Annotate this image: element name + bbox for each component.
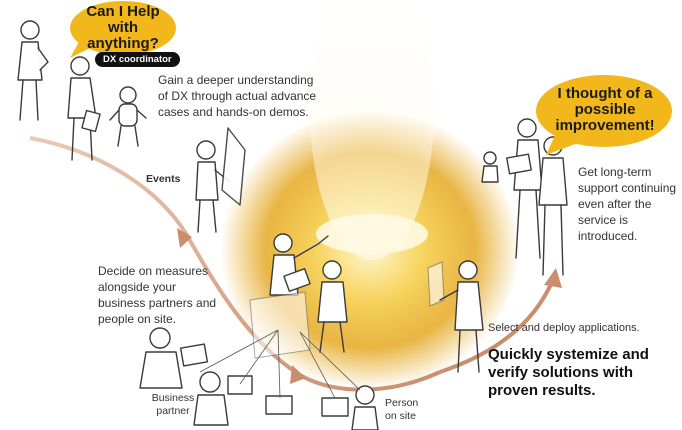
person-dx-coordinator	[67, 56, 101, 161]
person-visitor-left	[17, 20, 49, 121]
person-seated-1	[193, 371, 253, 426]
person-deployer	[439, 260, 484, 373]
glass-panel-center	[249, 291, 311, 359]
help-bubble-text: Can I Help with anything?	[86, 2, 160, 53]
select-deploy-label: Select and deploy applications.	[488, 322, 640, 334]
person-on-site-figure	[351, 385, 379, 430]
person-center-presenter	[269, 233, 329, 296]
improvement-bubble-shape	[536, 75, 672, 155]
improvement-bubble-text: I thought of a possible improvement!	[555, 84, 655, 135]
journey-arrow-final	[439, 281, 554, 374]
small-figure-right	[481, 151, 499, 183]
laptop-group	[265, 395, 349, 417]
systemize-headline: Quickly systemize and verify solutions w…	[488, 346, 649, 399]
arrow-head-events	[177, 228, 192, 248]
person-business-partner	[139, 327, 209, 389]
dx-coordinator-tag: DX coordinator	[95, 52, 180, 67]
person-support-left	[506, 118, 543, 259]
connector-lines	[199, 329, 361, 399]
person-on-site-label: Person on site	[385, 397, 419, 422]
person-center-listener	[317, 260, 348, 353]
center-light-beam	[310, 0, 434, 260]
robot-figure	[109, 86, 147, 147]
events-label: Events	[146, 173, 181, 185]
glass-panel-right	[427, 261, 445, 307]
center-disc	[316, 214, 428, 254]
business-partner-label: Business partner	[151, 392, 195, 417]
decide-description: Decide on measures alongside your busine…	[98, 264, 217, 326]
events-description: Gain a deeper understanding of DX throug…	[158, 73, 317, 119]
help-bubble-shape	[70, 1, 176, 58]
person-events-presenter	[195, 127, 246, 233]
support-description: Get long-term support continuing even af…	[578, 165, 677, 243]
arrow-head-support	[544, 268, 562, 288]
arrow-head-decide	[290, 365, 306, 384]
